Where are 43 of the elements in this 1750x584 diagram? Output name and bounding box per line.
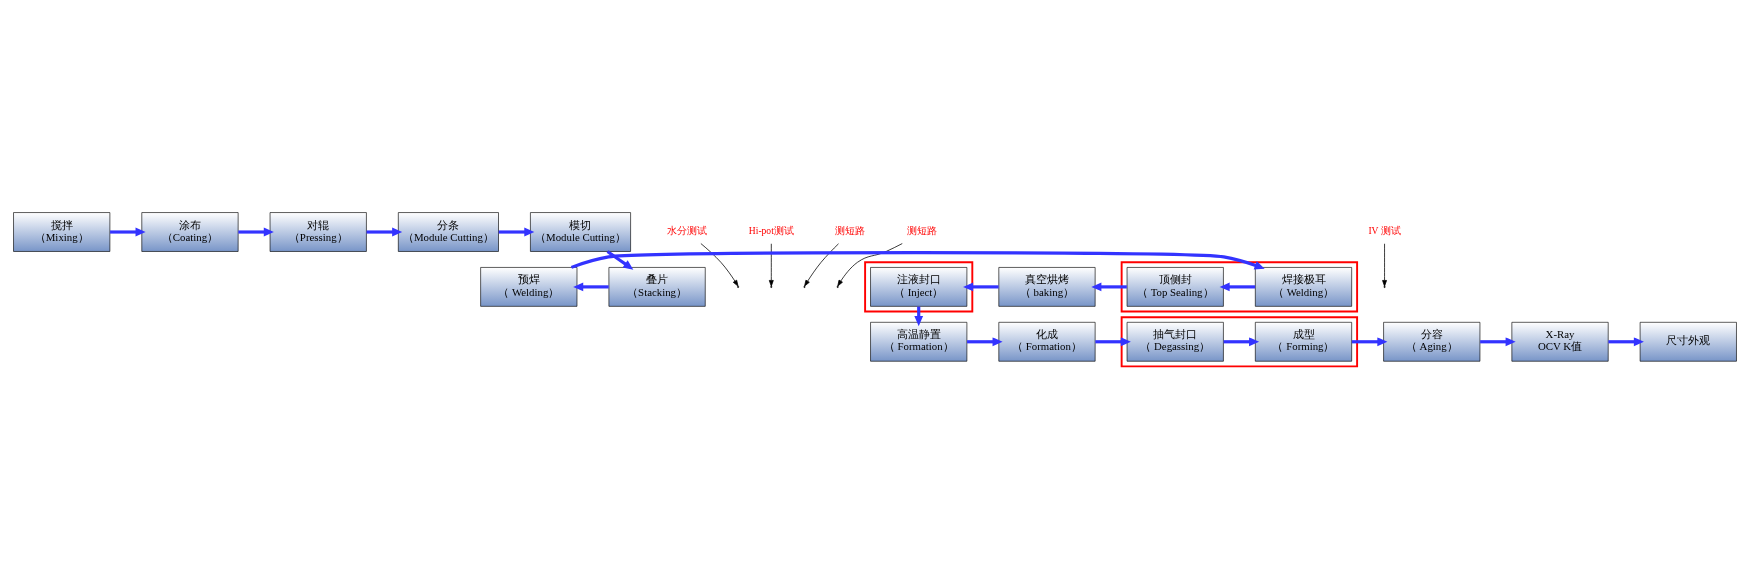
node-box: 抽气封口 （ Degassing） xyxy=(1126,322,1224,362)
arrow xyxy=(768,243,774,287)
node-box: 注液封口 （ Inject） xyxy=(870,267,968,307)
arrow xyxy=(366,227,403,237)
node-box: 搅拌 （Mixing） xyxy=(13,212,111,252)
node-box: X-Ray OCV K值 xyxy=(1511,322,1609,362)
arrow xyxy=(837,243,903,287)
arrow xyxy=(570,251,1265,270)
arrow xyxy=(573,282,609,292)
node-text: 测短路 xyxy=(906,225,937,237)
node-box: 涂布 （Coating） xyxy=(141,212,239,252)
arrow xyxy=(1351,337,1388,347)
node-box: 高温静置 （ Formation） xyxy=(870,322,968,362)
node-box: 分条 （Module Cutting） xyxy=(398,212,499,252)
node-text: 测短路 xyxy=(835,225,866,237)
arrow xyxy=(606,250,634,270)
node-box: 叠片 （Stacking） xyxy=(608,267,706,307)
node-box: 分容 （ Aging） xyxy=(1383,322,1481,362)
node-box: 尺寸外观 xyxy=(1639,322,1737,362)
arrow xyxy=(1219,282,1256,292)
node-box: 成型 （ Forming） xyxy=(1255,322,1352,362)
node-text: 水分测试 xyxy=(667,225,708,237)
arrow xyxy=(1223,337,1260,347)
arrow xyxy=(1480,337,1516,347)
arrow xyxy=(963,282,999,292)
node-box: 化成 （ Formation） xyxy=(998,322,1096,362)
arrow xyxy=(1095,337,1131,347)
arrow xyxy=(1382,243,1387,287)
arrow xyxy=(1091,282,1127,292)
node-box: 预焊 （ Welding） xyxy=(480,267,578,307)
node-box: 对辊 （Pressing） xyxy=(269,212,367,252)
arrow xyxy=(967,337,1003,347)
node-text: Hi-pot测试 xyxy=(748,225,794,237)
arrow xyxy=(110,227,146,237)
node-box: 真空烘烤 （ baking） xyxy=(998,267,1096,307)
arrow xyxy=(498,227,535,237)
node-box: 顶侧封 （ Top Sealing） xyxy=(1126,267,1224,307)
arrow xyxy=(1608,337,1644,347)
node-text: IV 测试 xyxy=(1368,225,1401,237)
arrow xyxy=(238,227,274,237)
node-box: 焊接极耳 （ Welding） xyxy=(1255,267,1352,307)
arrow xyxy=(804,243,839,287)
node-box: 模切 （Module Cutting） xyxy=(530,212,631,252)
